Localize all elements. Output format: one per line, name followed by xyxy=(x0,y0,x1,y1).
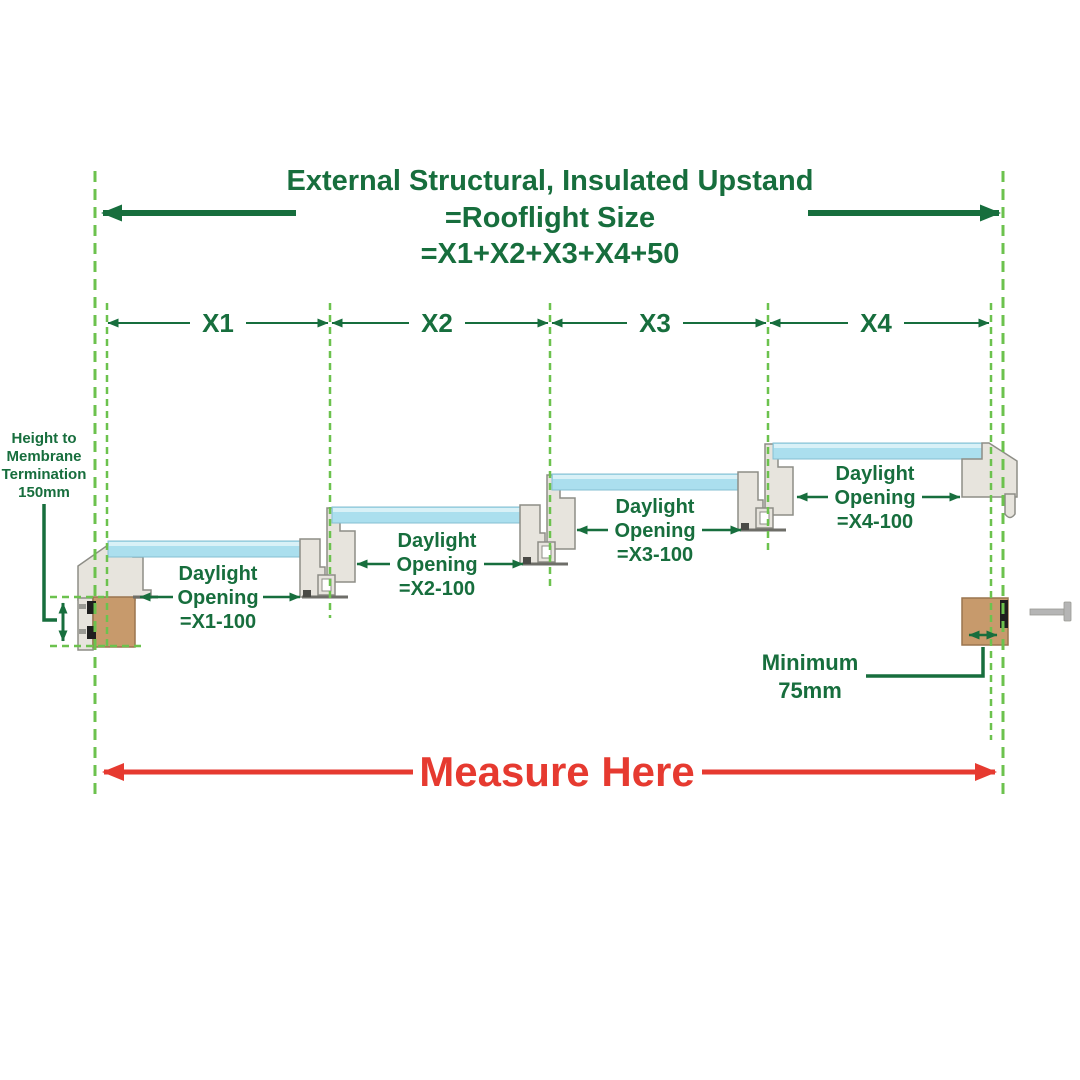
screw-icon xyxy=(1029,601,1072,622)
daylight2-line1: Daylight xyxy=(398,530,477,552)
title-line-1: External Structural, Insulated Upstand xyxy=(287,165,814,197)
left-membrane-clip-bottom xyxy=(79,629,86,634)
title-line-2: =Rooflight Size xyxy=(445,202,655,234)
membrane-note-line3: Termination xyxy=(2,466,87,483)
kerb-junction-1 xyxy=(299,507,356,599)
daylight1-line1: Daylight xyxy=(179,563,258,585)
membrane-note-line4: 150mm xyxy=(18,484,70,501)
rooflight-panel-2 xyxy=(331,506,527,524)
membrane-note-line1: Height to xyxy=(12,430,77,447)
minimum-width-annotation: Minimum 75mm xyxy=(762,630,998,703)
panel-dimension-row: X1 X2 X3 X4 xyxy=(107,308,990,338)
membrane-note-leader xyxy=(42,504,57,622)
rooflight-panel-1 xyxy=(107,540,313,558)
daylight-opening-3: Daylight Opening =X3-100 xyxy=(576,496,742,566)
glass-highlight-1 xyxy=(109,542,311,546)
screw-shaft xyxy=(1029,608,1065,616)
rooflight-panel-3 xyxy=(551,473,745,491)
daylight2-line2: Opening xyxy=(396,554,477,576)
dim-label-x3: X3 xyxy=(639,308,671,338)
junction3-foot-block xyxy=(741,523,749,530)
measure-here-label: Measure Here xyxy=(419,748,694,795)
daylight-opening-4: Daylight Opening =X4-100 xyxy=(796,463,961,533)
kerb-junction-2 xyxy=(519,474,576,566)
setting-out-lines xyxy=(50,171,1005,797)
dim-label-x4: X4 xyxy=(860,308,892,338)
daylight4-line2: Opening xyxy=(834,487,915,509)
daylight3-line3: =X3-100 xyxy=(617,544,693,566)
glass-highlight-4 xyxy=(774,444,982,448)
junction3-right-profile xyxy=(764,443,794,516)
minimum-note-line1: Minimum xyxy=(762,650,859,675)
junction1-foot-block xyxy=(303,590,311,597)
junction2-gutter-cavity xyxy=(541,545,552,559)
junction3-gutter-cavity xyxy=(759,511,770,525)
daylight1-line2: Opening xyxy=(177,587,258,609)
dim-label-x2: X2 xyxy=(421,308,453,338)
right-end-kerb xyxy=(961,442,1072,646)
membrane-height-annotation: Height to Membrane Termination 150mm xyxy=(2,430,87,642)
left-fixing-bottom xyxy=(87,626,96,639)
glass-highlight-2 xyxy=(333,508,525,512)
title-block: External Structural, Insulated Upstand =… xyxy=(101,165,1001,270)
membrane-note-line2: Membrane xyxy=(6,448,81,465)
junction2-right-profile xyxy=(546,474,576,550)
title-line-3: =X1+X2+X3+X4+50 xyxy=(421,238,680,270)
daylight-opening-2: Daylight Opening =X2-100 xyxy=(356,530,524,600)
minimum-note-leader xyxy=(866,647,985,678)
daylight-opening-1: Daylight Opening =X1-100 xyxy=(139,563,301,633)
left-membrane-clip-top xyxy=(79,604,86,609)
dim-label-x1: X1 xyxy=(202,308,234,338)
left-timber-upstand xyxy=(92,596,136,648)
junction2-foot-block xyxy=(523,557,531,564)
daylight3-line1: Daylight xyxy=(616,496,695,518)
kerb-junction-3 xyxy=(737,443,794,532)
junction1-right-profile xyxy=(326,507,356,583)
left-fixing-top xyxy=(87,601,96,614)
measure-here-block: Measure Here xyxy=(102,748,997,795)
rooflight-panel-4 xyxy=(772,442,984,460)
daylight2-line3: =X2-100 xyxy=(399,578,475,600)
screw-head xyxy=(1063,601,1072,622)
daylight4-line1: Daylight xyxy=(836,463,915,485)
right-frame-drip-leg xyxy=(1004,493,1016,519)
daylight3-line2: Opening xyxy=(614,520,695,542)
daylight1-line3: =X1-100 xyxy=(180,611,256,633)
glass-highlight-3 xyxy=(553,475,743,479)
minimum-note-line2: 75mm xyxy=(778,678,842,703)
daylight4-line3: =X4-100 xyxy=(837,511,913,533)
